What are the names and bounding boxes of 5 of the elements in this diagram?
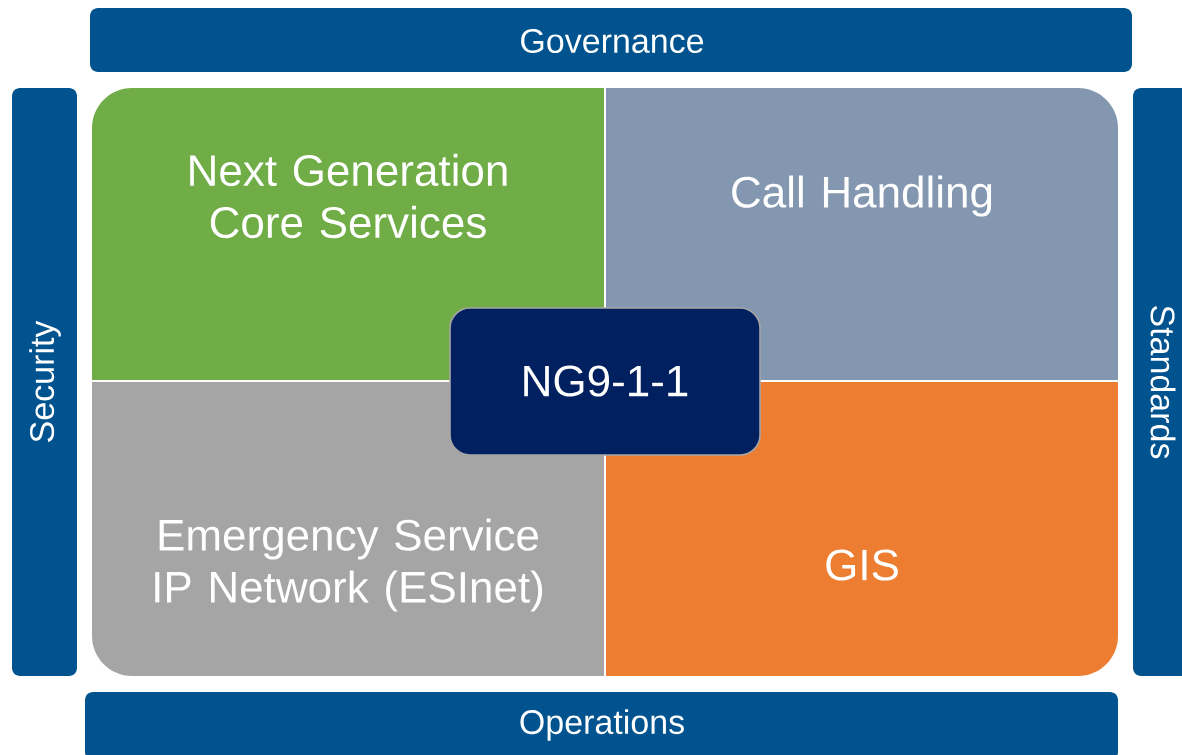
band: Security xyxy=(12,88,77,676)
band: Governance xyxy=(90,8,1132,72)
band: Operations xyxy=(85,692,1118,755)
band: Standards xyxy=(1133,88,1182,676)
center-box: NG9-1-1 xyxy=(449,307,761,456)
